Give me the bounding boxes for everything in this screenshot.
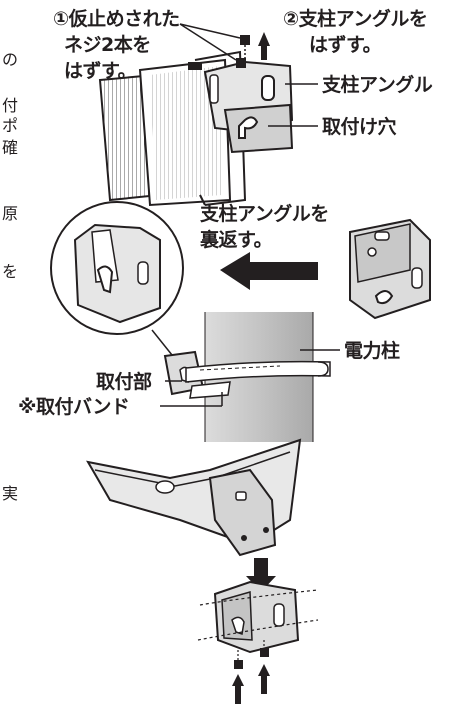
leader-lines-top (179, 23, 318, 127)
pole-label: 電力柱 (344, 340, 400, 362)
mounting-band (160, 350, 331, 407)
angle-label: 支柱アングル (322, 74, 433, 96)
side-text-7: 実 (2, 484, 19, 503)
side-text-1: の (2, 50, 19, 69)
side-text-6: を (2, 262, 19, 281)
side-text-2: 付 (2, 96, 19, 115)
mount-part-label: 取付部 (96, 371, 152, 393)
antenna-back-top (98, 50, 247, 207)
side-text-4: 確 (2, 138, 19, 157)
antenna-bottom (86, 438, 302, 557)
up-arrow-remove-angle (258, 32, 270, 60)
mounting-hole-label: 取付け穴 (322, 116, 397, 138)
step2-text-line2: はずす。 (309, 34, 382, 56)
zoom-circle (50, 201, 184, 361)
up-arrows-bottom (232, 664, 270, 704)
step1-text-line1: ①仮止めされた (53, 8, 180, 30)
screws-bottom (234, 640, 269, 669)
side-text-3: ポ (2, 116, 19, 135)
flip-left-arrow (220, 252, 318, 290)
angle-bracket-flipped (349, 218, 431, 320)
step1-text-line2: ネジ2本を (64, 34, 151, 56)
screws-top (236, 35, 250, 68)
flip-text-line2: 裏返す。 (200, 229, 273, 251)
step1-text-line3: はずす。 (64, 60, 137, 82)
band-label: ※取付バンド (18, 396, 130, 418)
side-text-5: 原 (2, 204, 19, 223)
flip-text-line1: 支柱アングルを (200, 203, 329, 225)
step2-text-line1: ②支柱アングルを (283, 8, 428, 30)
angle-bracket-bottom (197, 580, 319, 654)
